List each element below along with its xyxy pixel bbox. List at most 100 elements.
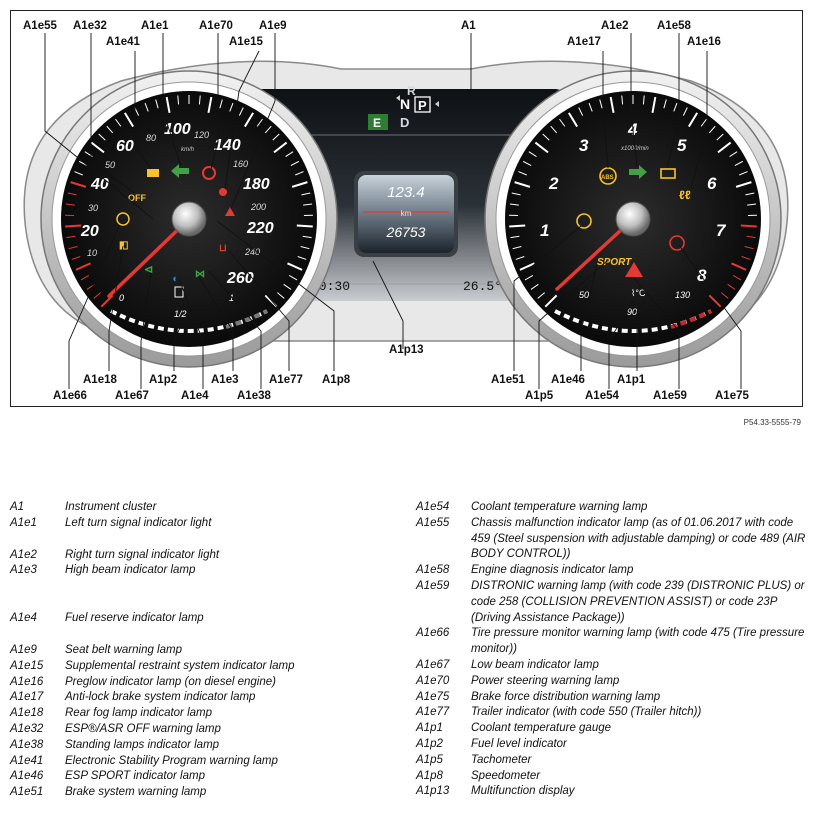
legend-description: [65, 627, 410, 643]
dial-tick: [522, 160, 532, 166]
speed-160: 160: [233, 159, 248, 169]
legend-code: A1p13: [416, 785, 450, 798]
gear-d: D: [400, 115, 409, 130]
callout-a1e75: A1e75: [715, 390, 749, 402]
dial-tick: [609, 96, 615, 113]
callout-a1e41: A1e41: [106, 36, 140, 48]
dial-tick: [735, 181, 752, 188]
rpm-5: 5: [677, 136, 687, 155]
gear-selector: R N P D E: [368, 84, 439, 130]
callout-a1e77: A1e77: [269, 374, 303, 386]
legend-description: High beam indicator lamp: [65, 564, 196, 577]
reference-code: P54.33-5555-79: [743, 418, 801, 427]
legend-description: Tire pressure monitor warning lamp (with…: [471, 627, 805, 656]
power-steering-icon: [202, 166, 216, 180]
legend-row: A1p1 Coolant temperature gauge: [416, 721, 806, 737]
legend-description: ESP SPORT indicator lamp: [65, 770, 205, 783]
dial-tick: [295, 171, 304, 176]
callout-a1e51: A1e51: [491, 374, 525, 386]
dial-tick: [510, 235, 520, 239]
legend-code: A1e66: [416, 627, 450, 640]
dial-tick: [80, 275, 90, 281]
coolant-icon: ⌇°C: [631, 288, 646, 298]
legend-description: [65, 532, 410, 548]
tire-pressure-icon: [116, 212, 130, 226]
dial-tick: [700, 118, 707, 127]
airbag-icon: [219, 188, 227, 196]
dial-tick: [588, 102, 593, 112]
trip-value: 123.4: [387, 184, 425, 201]
left-turn-icon: [171, 164, 189, 178]
legend-description: Engine diagnosis indicator lamp: [471, 564, 634, 577]
speedometer: 20 40 60 100 140 180 220 260 10 30 50 80…: [40, 70, 338, 368]
legend-description: Chassis malfunction indicator lamp (as o…: [471, 516, 806, 561]
legend-code: A1p1: [416, 722, 443, 735]
dial-tick: [578, 107, 584, 116]
legend-code: A1p8: [416, 769, 443, 782]
dial-tick: [542, 133, 550, 141]
seatbelt-icon: [225, 207, 235, 216]
dial-tick: [70, 181, 87, 188]
callout-a1e2: A1e2: [601, 20, 629, 32]
dial-tick: [207, 96, 213, 113]
dial-tick: [708, 294, 722, 308]
sport-label: SPORT: [597, 257, 632, 268]
dial-tick: [518, 171, 527, 176]
legend-description: Coolant temperature gauge: [471, 722, 612, 735]
dial-tick: [115, 118, 122, 127]
leader-lines: [44, 33, 742, 389]
dial-tick: [745, 192, 755, 196]
legend-code: A1p5: [416, 753, 443, 766]
instrument-cluster-figure: R N P D E 123.4 km 26753 10:30 26.5°C 20…: [10, 10, 803, 407]
callout-a1e16: A1e16: [687, 36, 721, 48]
legend-description: Anti-lock brake system indicator lamp: [65, 691, 256, 704]
dial-tick: [155, 99, 159, 109]
speed-unit: km/h: [181, 147, 195, 153]
dial-tick: [739, 171, 748, 176]
dial-tick: [599, 99, 603, 109]
dial-tick: [68, 246, 78, 250]
fuel-half: 1/2: [174, 309, 187, 319]
legend-description: Coolant temperature warning lamp: [471, 501, 648, 513]
dial-tick: [567, 112, 578, 128]
dial-tick: [66, 235, 76, 239]
legend-description: Low beam indicator lamp: [471, 658, 599, 671]
legend-row: [10, 595, 410, 611]
legend-code: [10, 532, 65, 548]
legend-code: [10, 595, 65, 611]
legend-description: [65, 579, 410, 595]
trip-unit: km: [401, 209, 412, 218]
dial-tick: [732, 275, 742, 281]
speed-60: 60: [116, 138, 134, 155]
dial-tick: [530, 283, 539, 290]
speed-200: 200: [250, 202, 266, 212]
dial-tick: [74, 171, 83, 176]
legend-description: Brake force distribution warning lamp: [471, 690, 661, 703]
dial-tick: [550, 125, 558, 134]
legend-row: [10, 579, 410, 595]
dial-tick: [663, 99, 667, 109]
callout-a1e9: A1e9: [259, 20, 287, 32]
callout-a1e54: A1e54: [585, 390, 619, 402]
dial-tick: [198, 95, 201, 105]
dial-tick: [303, 203, 313, 206]
legend-code: A1e38: [10, 738, 44, 751]
dial-tick: [297, 256, 307, 260]
temp-50: 50: [579, 290, 589, 300]
legend-code: A1e41: [10, 754, 44, 767]
callout-a1e70: A1e70: [199, 20, 233, 32]
right-turn-icon: [629, 165, 647, 179]
callout-a1p13: A1p13: [389, 344, 424, 356]
speedo-warning-icons: OFF ◧ ⊲ ◖ ⋈ ⊔: [116, 164, 235, 285]
